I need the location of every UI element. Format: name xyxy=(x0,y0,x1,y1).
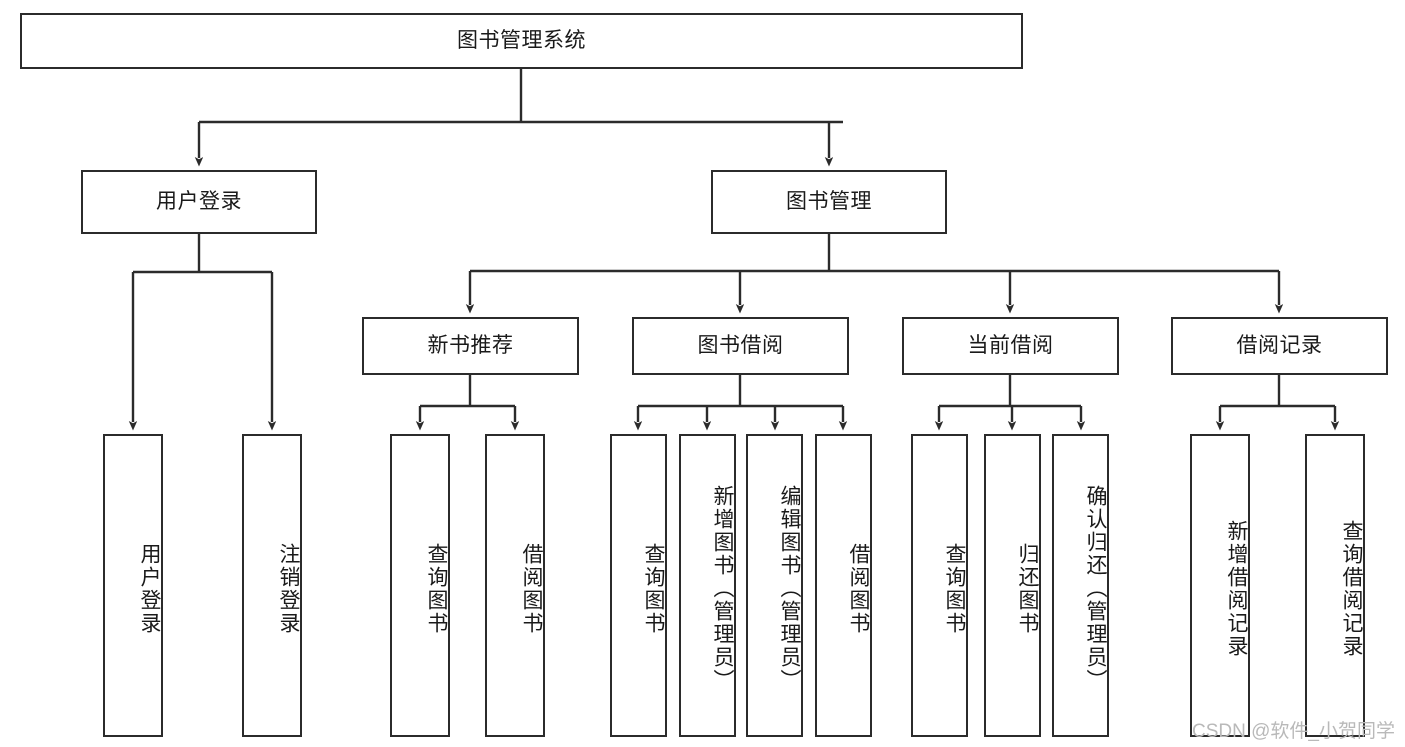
leaf-confirm-return-admin[interactable]: 确认归还（管理员） xyxy=(1052,434,1109,737)
leaf-query-book-current[interactable]: 查询图书 xyxy=(911,434,968,737)
node-root-label: 图书管理系统 xyxy=(457,28,586,52)
borrow-book-connectors xyxy=(633,375,848,431)
leaf-edit-book-admin-label: 编辑图书（管理员） xyxy=(778,485,801,692)
leaf-borrow-book-recommend-label: 借阅图书 xyxy=(520,542,543,635)
leaf-add-borrow-record[interactable]: 新增借阅记录 xyxy=(1190,434,1250,737)
root-connectors xyxy=(194,69,843,167)
borrow-record-connectors xyxy=(1215,375,1340,431)
leaf-edit-book-admin[interactable]: 编辑图书（管理员） xyxy=(746,434,803,737)
node-new-book-recommend[interactable]: 新书推荐 xyxy=(362,317,579,375)
leaf-borrow-book-label: 借阅图书 xyxy=(847,542,870,635)
node-user-login-label: 用户登录 xyxy=(156,189,242,213)
leaf-return-book-label: 归还图书 xyxy=(1016,542,1039,635)
user-login-connectors xyxy=(128,234,277,431)
leaf-query-book-recommend-label: 查询图书 xyxy=(425,542,448,635)
leaf-query-book-borrow[interactable]: 查询图书 xyxy=(610,434,667,737)
book-manage-connectors xyxy=(465,234,1284,314)
node-root[interactable]: 图书管理系统 xyxy=(20,13,1023,69)
leaf-borrow-book-recommend[interactable]: 借阅图书 xyxy=(485,434,545,737)
leaf-confirm-return-admin-label: 确认归还（管理员） xyxy=(1084,485,1107,692)
leaf-query-borrow-record[interactable]: 查询借阅记录 xyxy=(1305,434,1365,737)
leaf-query-borrow-record-label: 查询借阅记录 xyxy=(1340,519,1363,658)
leaf-add-book-admin-label: 新增图书（管理员） xyxy=(711,485,734,692)
node-book-borrow[interactable]: 图书借阅 xyxy=(632,317,849,375)
watermark-text: CSDN @软件_小贺同学 xyxy=(1192,721,1395,742)
node-current-borrow[interactable]: 当前借阅 xyxy=(902,317,1119,375)
current-borrow-connectors xyxy=(934,375,1086,431)
leaf-logout-label: 注销登录 xyxy=(277,542,300,635)
leaf-add-borrow-record-label: 新增借阅记录 xyxy=(1225,519,1248,658)
node-book-borrow-label: 图书借阅 xyxy=(697,333,784,357)
leaf-query-book-borrow-label: 查询图书 xyxy=(642,542,665,635)
node-user-login[interactable]: 用户登录 xyxy=(81,170,317,234)
node-book-management-label: 图书管理 xyxy=(786,189,872,213)
leaf-logout[interactable]: 注销登录 xyxy=(242,434,302,737)
leaf-return-book[interactable]: 归还图书 xyxy=(984,434,1041,737)
leaf-query-book-current-label: 查询图书 xyxy=(943,542,966,635)
node-book-management[interactable]: 图书管理 xyxy=(711,170,947,234)
leaf-user-login-label: 用户登录 xyxy=(138,542,161,635)
node-current-borrow-label: 当前借阅 xyxy=(967,333,1054,357)
leaf-user-login[interactable]: 用户登录 xyxy=(103,434,163,737)
node-new-book-recommend-label: 新书推荐 xyxy=(427,333,514,357)
node-borrow-record-label: 借阅记录 xyxy=(1236,333,1323,357)
new-book-connectors xyxy=(415,375,520,431)
leaf-query-book-recommend[interactable]: 查询图书 xyxy=(390,434,450,737)
leaf-borrow-book[interactable]: 借阅图书 xyxy=(815,434,872,737)
leaf-add-book-admin[interactable]: 新增图书（管理员） xyxy=(679,434,736,737)
node-borrow-record[interactable]: 借阅记录 xyxy=(1171,317,1388,375)
